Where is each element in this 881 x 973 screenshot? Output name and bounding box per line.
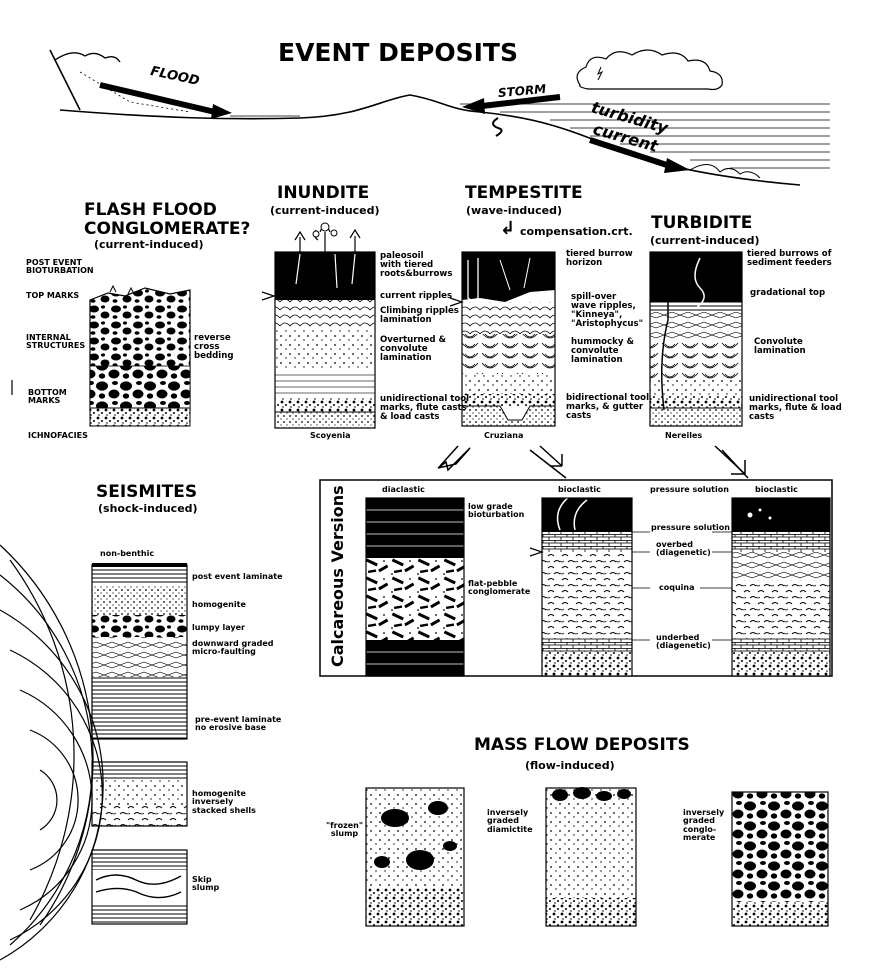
flash-flood-title-1: FLASH FLOOD: [84, 202, 217, 220]
turbidite-column: [650, 252, 742, 426]
label-bottom-marks: BOTTOM MARKS: [28, 389, 67, 406]
seismite-column-2: [92, 762, 187, 826]
mass-flow-column-3: [732, 792, 828, 926]
calc-head-diaclastic: diaclastic: [382, 486, 425, 494]
turbidite-label-tool-marks: unidirectional tool marks, flute & load …: [749, 395, 842, 422]
turbidite-ichnofacies: Nereiles: [665, 432, 702, 440]
tempestite-label-tool-marks: bidirectional tool marks, & gutter casts: [566, 394, 649, 421]
calc-label-underbed: underbed (diagenetic): [656, 634, 711, 651]
inundite-label-paleosoil: paleosoil with tiered roots&burrows: [380, 252, 452, 279]
tempestite-ichnofacies: Cruziana: [484, 432, 523, 440]
mass-flow-column-2: [546, 787, 636, 926]
calc-head-bioclastic-2: bioclastic: [755, 486, 798, 494]
inundite-title: INUNDITE: [277, 185, 369, 203]
calc-label-coquina: coquina: [659, 584, 695, 592]
flash-flood-subtitle: (current-induced): [94, 239, 204, 251]
label-reverse-cross-bedding: reverse cross bedding: [194, 334, 234, 361]
tempestite-title: TEMPESTITE: [465, 185, 583, 203]
seismites-title: SEISMITES: [96, 484, 197, 502]
mass-flow-subtitle: (flow-induced): [525, 760, 615, 772]
turbidite-title: TURBIDITE: [651, 215, 752, 233]
inundite-ichnofacies: Scoyenia: [310, 432, 350, 440]
inundite-label-climbing-ripples: Climbing ripples lamination: [380, 307, 459, 325]
calc-head-bioclastic-1: bioclastic: [558, 486, 601, 494]
seismite-column-1: [92, 565, 187, 739]
turbidite-subtitle: (current-induced): [650, 235, 760, 247]
mass-flow-label-conglomerate: inversely graded conglo- merate: [683, 809, 724, 843]
seismite-label-pre-event: pre-event laminate no erosive base: [195, 716, 281, 733]
calc-head-pressure-solution: pressure solution: [650, 486, 729, 494]
flash-flood-column: [90, 286, 190, 426]
mass-flow-label-frozen-slump: "frozen" slump: [326, 822, 363, 839]
mass-flow-column-1: [366, 788, 464, 926]
seismite-label-microfaulting: downward graded micro-faulting: [192, 640, 274, 657]
seismite-label-post-event: post event laminate: [192, 573, 283, 581]
flash-flood-title-2: CONGLOMERATE?: [84, 221, 250, 239]
mass-flow-title: MASS FLOW DEPOSITS: [474, 737, 690, 755]
compensation-label: compensation.crt.: [520, 226, 633, 238]
inundite-column: [262, 223, 375, 428]
tempestite-label-hummocky: hummocky & convolute lamination: [571, 338, 634, 365]
seismite-label-non-benthic: non-benthic: [100, 550, 154, 558]
calcareous-box: [320, 480, 832, 676]
main-title: EVENT DEPOSITS: [278, 40, 518, 66]
inundite-label-current-ripples: current ripples: [380, 292, 452, 301]
seismites-subtitle: (shock-induced): [98, 503, 198, 515]
turbidite-label-convolute: Convolute lamination: [754, 338, 806, 356]
compensation-arrow-icon: ↲: [500, 220, 515, 239]
label-internal-structures: INTERNAL STRUCTURES: [26, 334, 85, 351]
seismite-label-skip-slump: Skip slump: [192, 876, 219, 893]
inundite-subtitle: (current-induced): [270, 205, 380, 217]
open-arrows: [438, 446, 748, 478]
calcareous-side-title: Calcareous Versions: [330, 485, 347, 667]
turbidite-label-burrows: tiered burrows of sediment feeders: [747, 250, 832, 268]
seismites-arcs: [0, 545, 103, 960]
calc-label-overbed: overbed (diagenetic): [656, 541, 711, 558]
mass-flow-label-diamictite: inversely graded diamictite: [487, 809, 533, 834]
seismite-label-stacked-shells: homogenite inversely stacked shells: [192, 790, 256, 815]
turbidite-label-gradational: gradational top: [750, 289, 825, 298]
tempestite-label-burrow: tiered burrow horizon: [566, 250, 633, 268]
seismite-label-lumpy: lumpy layer: [192, 624, 245, 632]
calc-label-pressure-solution: pressure solution: [651, 524, 730, 532]
label-post-event-bioturbation: POST EVENT BIOTURBATION: [26, 259, 94, 276]
label-top-marks: TOP MARKS: [26, 292, 79, 300]
calc-label-low-grade: low grade bioturbation: [468, 503, 524, 520]
seismite-label-homogenite: homogenite: [192, 601, 246, 609]
tempestite-subtitle: (wave-induced): [466, 205, 562, 217]
label-ichnofacies: ICHNOFACIES: [28, 432, 88, 440]
inundite-label-overturned: Overturned & convolute lamination: [380, 336, 446, 363]
tempestite-label-spill-over: spill-over wave ripples, "Kinneya", "Ari…: [571, 293, 643, 329]
inundite-label-tool-marks: unidirectional tool marks, flute casts &…: [380, 395, 469, 422]
seismite-column-3: [92, 850, 187, 924]
calc-label-flat-pebble: flat-pebble conglomerate: [468, 580, 530, 597]
